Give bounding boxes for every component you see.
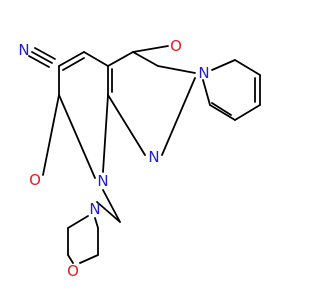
bond-morph-cd-n: [94, 217, 99, 229]
bond-ring-c-c11-n6: [202, 79, 211, 106]
bond-morph-cb-o: [67, 254, 74, 264]
bond-ring-c-c10-c11: [209, 104, 236, 121]
atom-label-ketone-O-top: O: [170, 37, 182, 55]
bond-morph-n-ca: [67, 215, 89, 229]
bond-ring-a-c10a-n1: [102, 94, 109, 173]
atom-label-morpholine-O: O: [67, 262, 79, 280]
bond-layer: [28, 45, 261, 264]
bond-ring-b-n10-c11a: [161, 77, 196, 156]
bond-morph-o-cc: [79, 254, 99, 264]
bond-nitrile-triple-a: [31, 51, 53, 64]
atom-label-layer: N O O N N N N O: [18, 37, 209, 280]
bond-linker-n1-ch2: [102, 189, 121, 223]
bond-ring-a-c4-c4a: [83, 51, 109, 67]
bond-ring-c-c10-c11-inner: [211, 102, 232, 116]
bond-nitrile-triple-c: [34, 47, 56, 60]
bond-ring-a-c2-o: [42, 94, 60, 176]
atom-label-ring-N-fused: N: [198, 64, 209, 82]
bond-ring-a-c3-c4: [58, 51, 85, 67]
atom-label-ring-N-amide: N: [97, 172, 108, 190]
bond-linker-ch2-ch2: [96, 201, 121, 223]
bond-ring-a-c3-c4-inner: [62, 57, 85, 71]
bond-ring-b-c5a-n6: [157, 65, 196, 74]
bond-nitrile-triple-b: [28, 55, 50, 68]
bond-ring-c-c7-c8: [234, 59, 261, 76]
atom-label-ring-N-imine: N: [148, 148, 159, 166]
bond-ring-a-c2-n1: [58, 94, 96, 179]
bond-ring-b-c4a-c5: [107, 51, 134, 67]
atom-label-nitrile-N: N: [18, 41, 29, 59]
structure-svg: N O O N N N N O: [18, 37, 261, 280]
bond-ring-c-c9-c10: [234, 104, 261, 121]
bond-ring-b-c10a-n10: [107, 94, 146, 156]
atom-label-ketone-O-left: O: [29, 171, 41, 189]
atom-label-morpholine-N: N: [89, 200, 100, 218]
bond-ring-b-c5-o: [132, 45, 169, 53]
bond-ring-b-c5-c5a: [132, 51, 159, 67]
molecule-diagram: N O O N N N N O: [18, 37, 261, 280]
bond-ring-c-n6-c7: [211, 59, 236, 71]
